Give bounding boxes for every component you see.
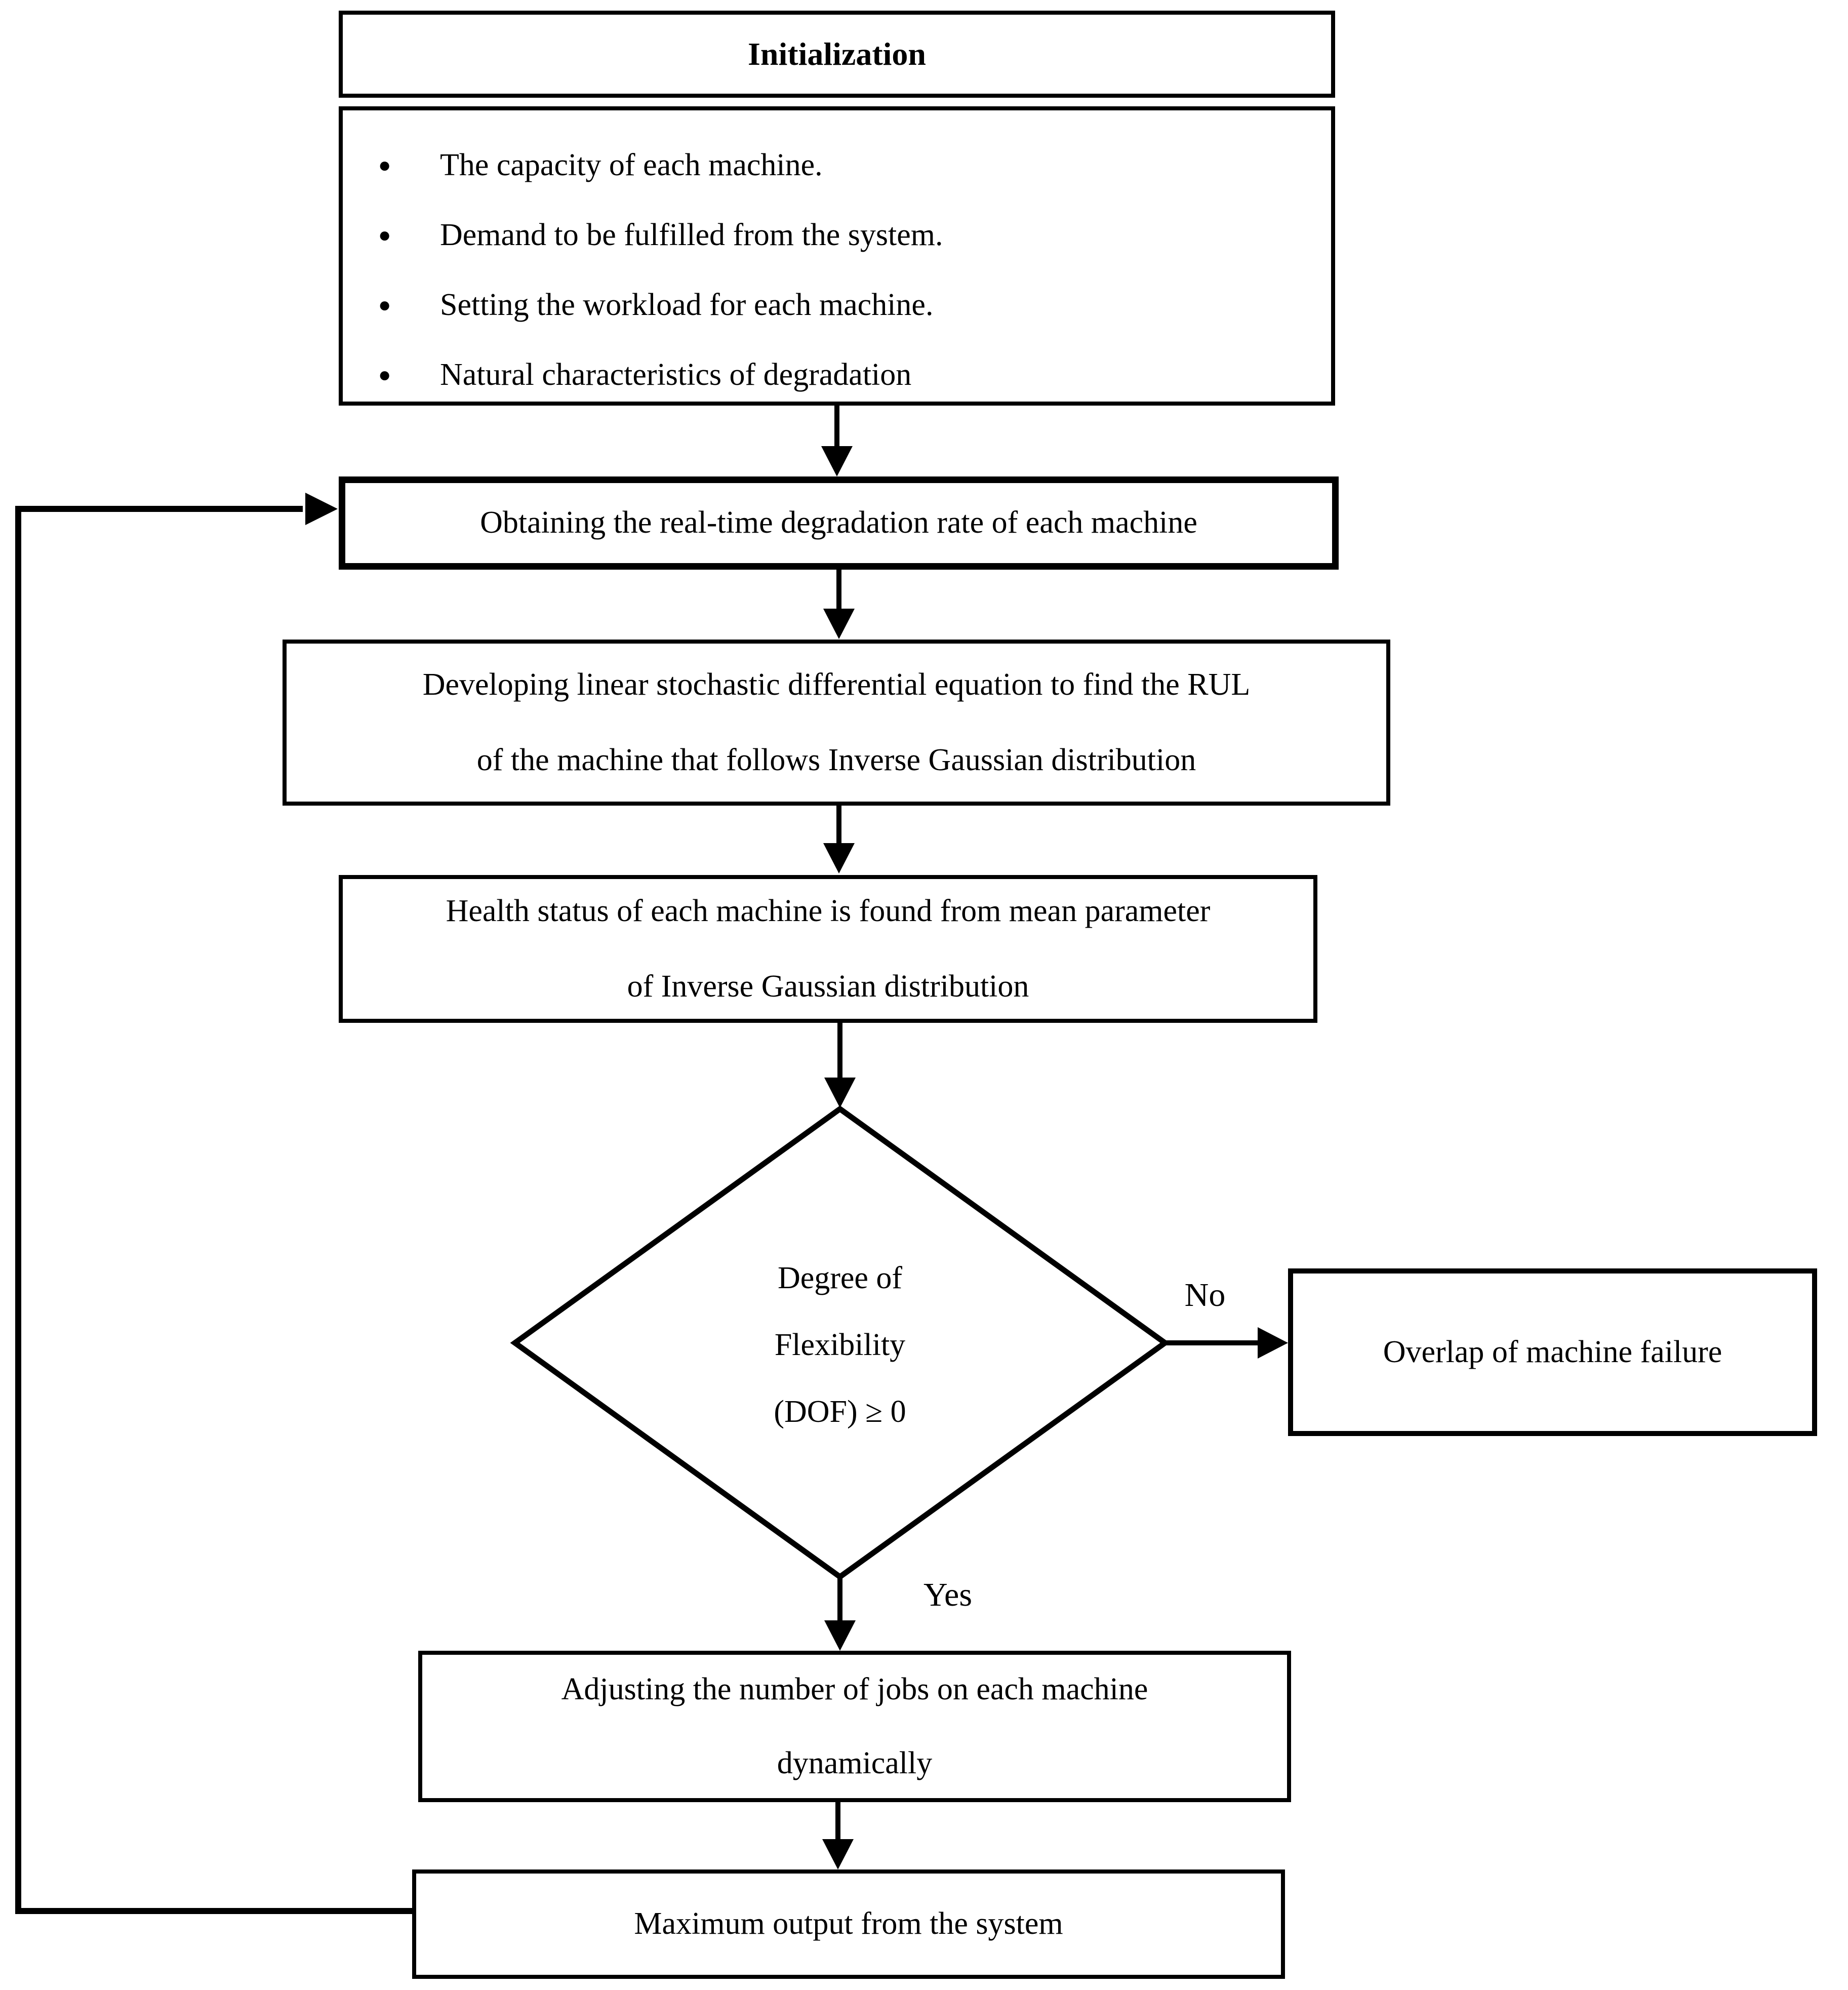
decision-dof-line3: (DOF) ≥ 0 (774, 1395, 906, 1429)
node-adjust-jobs: Adjusting the number of jobs on each mac… (418, 1651, 1291, 1802)
node-develop-sde: Developing linear stochastic differentia… (283, 640, 1390, 806)
decision-dof-label: Degree of Flexibility (DOF) ≥ 0 (688, 1245, 992, 1445)
list-item: ● Natural characteristics of degradation (343, 340, 1331, 410)
develop-sde-line1: Developing linear stochastic differentia… (422, 667, 1251, 702)
arrow-init-to-obtain (821, 406, 853, 476)
decision-dof-line1: Degree of (777, 1261, 903, 1295)
initialization-title-text: Initialization (747, 36, 927, 72)
list-item: ● Demand to be fulfilled from the system… (343, 201, 1331, 270)
node-initialization-title: Initialization (339, 11, 1335, 98)
overlap-failure-text: Overlap of machine failure (1383, 1334, 1722, 1369)
edge-label-no: No (1184, 1277, 1226, 1314)
health-status-line2: of Inverse Gaussian distribution (627, 969, 1029, 1004)
node-health-status: Health status of each machine is found f… (339, 875, 1317, 1023)
bullet-icon: ● (378, 153, 391, 177)
obtain-rate-text: Obtaining the real-time degradation rate… (480, 505, 1197, 540)
bullet-text: The capacity of each machine. (440, 148, 823, 183)
decision-dof-line2: Flexibility (774, 1328, 906, 1362)
bullet-icon: ● (378, 223, 391, 247)
arrow-decision-yes (824, 1577, 856, 1651)
bullet-text: Demand to be fulfilled from the system. (440, 218, 943, 253)
bullet-text: Setting the workload for each machine. (440, 288, 934, 323)
arrow-decision-no (1165, 1327, 1288, 1359)
arrow-health-to-decision (824, 1022, 856, 1108)
arrow-obtain-to-develop (823, 569, 855, 639)
node-max-output: Maximum output from the system (412, 1869, 1285, 1979)
develop-sde-line2: of the machine that follows Inverse Gaus… (476, 743, 1196, 777)
node-overlap-failure: Overlap of machine failure (1288, 1268, 1817, 1436)
node-initialization-details: ● The capacity of each machine. ● Demand… (339, 106, 1335, 406)
feedback-loop-line (15, 493, 412, 1914)
bullet-icon: ● (378, 293, 391, 317)
max-output-text: Maximum output from the system (634, 1906, 1063, 1941)
list-item: ● The capacity of each machine. (343, 131, 1331, 201)
health-status-line1: Health status of each machine is found f… (446, 893, 1211, 928)
arrow-adjust-to-max (822, 1802, 854, 1869)
adjust-jobs-line2: dynamically (777, 1745, 933, 1780)
bullet-text: Natural characteristics of degradation (440, 357, 912, 392)
list-item: ● Setting the workload for each machine. (343, 270, 1331, 340)
bullet-icon: ● (378, 363, 391, 387)
edge-label-yes: Yes (923, 1576, 973, 1613)
node-obtain-rate: Obtaining the real-time degradation rate… (339, 476, 1339, 570)
arrow-develop-to-health (823, 805, 855, 873)
adjust-jobs-line1: Adjusting the number of jobs on each mac… (561, 1672, 1148, 1706)
